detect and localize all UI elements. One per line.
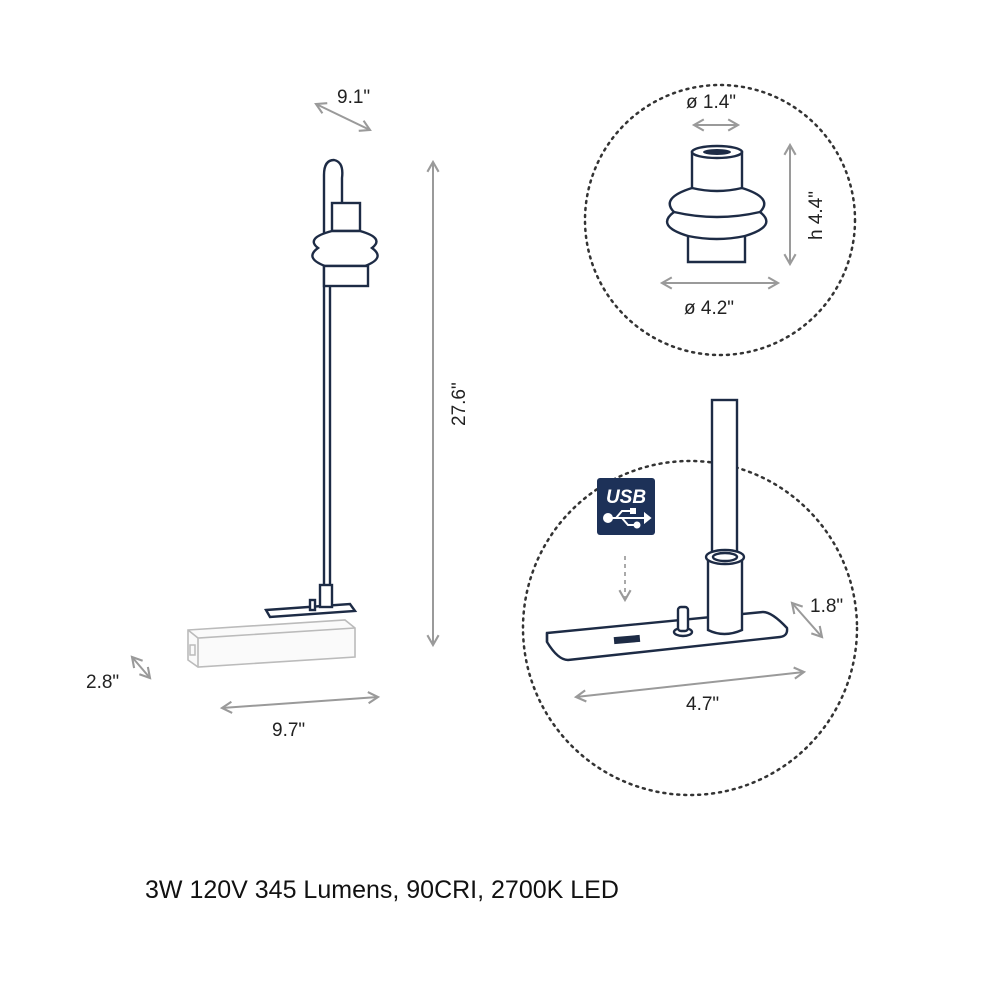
lamp-base (187, 583, 358, 668)
plate-width-label: 4.7" (686, 694, 719, 715)
shade-height-label: h 4.4" (806, 191, 827, 240)
shade-depth-arrow (314, 102, 372, 132)
overall-height-label: 27.6" (449, 382, 470, 426)
shade-detail-drawing (665, 150, 768, 264)
usb-trident-icon (603, 508, 652, 529)
shade-diameter-label: ø 4.2" (684, 298, 734, 319)
shade-top-diameter-label: ø 1.4" (686, 92, 736, 113)
lamp-full-view (187, 158, 379, 668)
base-plate (545, 610, 789, 662)
usb-badge-label: USB (606, 487, 646, 508)
shade-detail: ø 1.4" h 4.4" ø 4.2" (583, 83, 857, 357)
toggle-switch (672, 605, 694, 638)
base-depth-label: 2.8" (86, 672, 119, 693)
usb-badge: USB (597, 478, 655, 535)
plate-depth-label: 1.8" (810, 596, 843, 617)
shade-depth-label: 9.1" (337, 87, 370, 108)
base-width-label: 9.7" (272, 720, 305, 741)
usb-port (613, 634, 641, 645)
base-width-arrow (219, 691, 381, 714)
lamp-pole (710, 398, 739, 562)
base-depth-arrow (130, 655, 152, 680)
lamp-shade (311, 201, 379, 288)
detail-circle (521, 459, 859, 797)
detail-circle (583, 83, 857, 357)
base-detail: USB 1.8" 4.7" (521, 398, 859, 797)
spec-line: 3W 120V 345 Lumens, 90CRI, 2700K LED (145, 876, 619, 904)
